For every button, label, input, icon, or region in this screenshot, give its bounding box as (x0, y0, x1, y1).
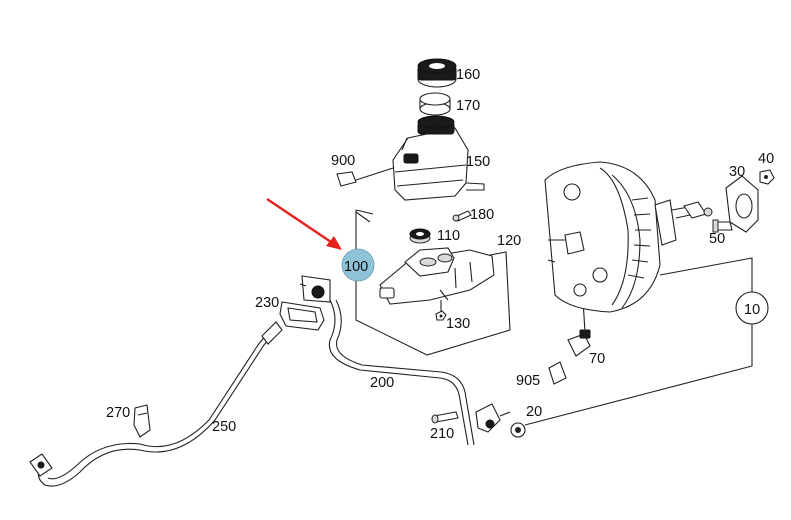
seal-110-drawing (409, 228, 431, 244)
gasket-30-drawing (725, 175, 759, 233)
brake-line-200-edge (335, 299, 475, 446)
callout-labels: 160 170 900 150 180 110 120 100 130 230 … (106, 67, 774, 442)
pin-180-drawing (452, 210, 472, 222)
callout-180[interactable]: 180 (470, 207, 494, 223)
hose-connector-top (261, 321, 283, 345)
callout-50[interactable]: 50 (709, 231, 725, 247)
vacuum-hose-250 (37, 329, 277, 487)
nut-130-drawing (435, 300, 447, 321)
callout-120[interactable]: 120 (497, 233, 521, 249)
callout-200[interactable]: 200 (370, 375, 394, 391)
brake-line-200 (328, 299, 469, 446)
callout-250[interactable]: 250 (212, 419, 236, 435)
highlight-circle (341, 248, 375, 282)
callout-30[interactable]: 30 (729, 164, 745, 180)
callout-270[interactable]: 270 (106, 405, 130, 421)
reservoir-cap-drawing (417, 58, 457, 88)
bolt-50-drawing (712, 219, 733, 233)
assembly-bracket-diagonal (355, 211, 371, 223)
clip-270-drawing (133, 404, 151, 438)
kit-10-circle (735, 291, 769, 325)
callout-170[interactable]: 170 (456, 98, 480, 114)
assembly-bracket-right (489, 251, 511, 331)
fluid-reservoir-drawing (392, 115, 485, 201)
reservoir-ring-drawing (419, 92, 451, 116)
callout-110[interactable]: 110 (437, 228, 460, 244)
callout-70[interactable]: 70 (589, 351, 605, 367)
vacuum-hose-250-edge (47, 329, 271, 480)
callout-150[interactable]: 150 (466, 154, 490, 170)
clip-900-drawing (336, 167, 394, 187)
brake-booster-drawing (544, 161, 713, 313)
bolt-210-drawing (431, 411, 459, 424)
red-pointer-arrow (266, 198, 342, 250)
hose-connector-bottom-dot (37, 461, 45, 469)
callout-230[interactable]: 230 (255, 295, 279, 311)
callout-900[interactable]: 900 (331, 153, 355, 169)
callout-160[interactable]: 160 (456, 67, 480, 83)
assembly-bracket-tick (355, 209, 374, 215)
vacuum-sensor-70-drawing (548, 299, 591, 385)
callout-210[interactable]: 210 (430, 426, 454, 442)
bracket-230-drawing (279, 275, 331, 331)
callout-40[interactable]: 40 (758, 151, 774, 167)
master-cylinder-drawing (379, 247, 495, 305)
callout-100[interactable]: 100 (344, 259, 368, 275)
callout-20[interactable]: 20 (526, 404, 542, 420)
callout-10[interactable]: 10 (744, 302, 760, 318)
nut-40-drawing (759, 169, 775, 185)
check-valve-20-drawing (475, 403, 526, 438)
callout-905[interactable]: 905 (516, 373, 540, 389)
callout-130[interactable]: 130 (446, 316, 470, 332)
